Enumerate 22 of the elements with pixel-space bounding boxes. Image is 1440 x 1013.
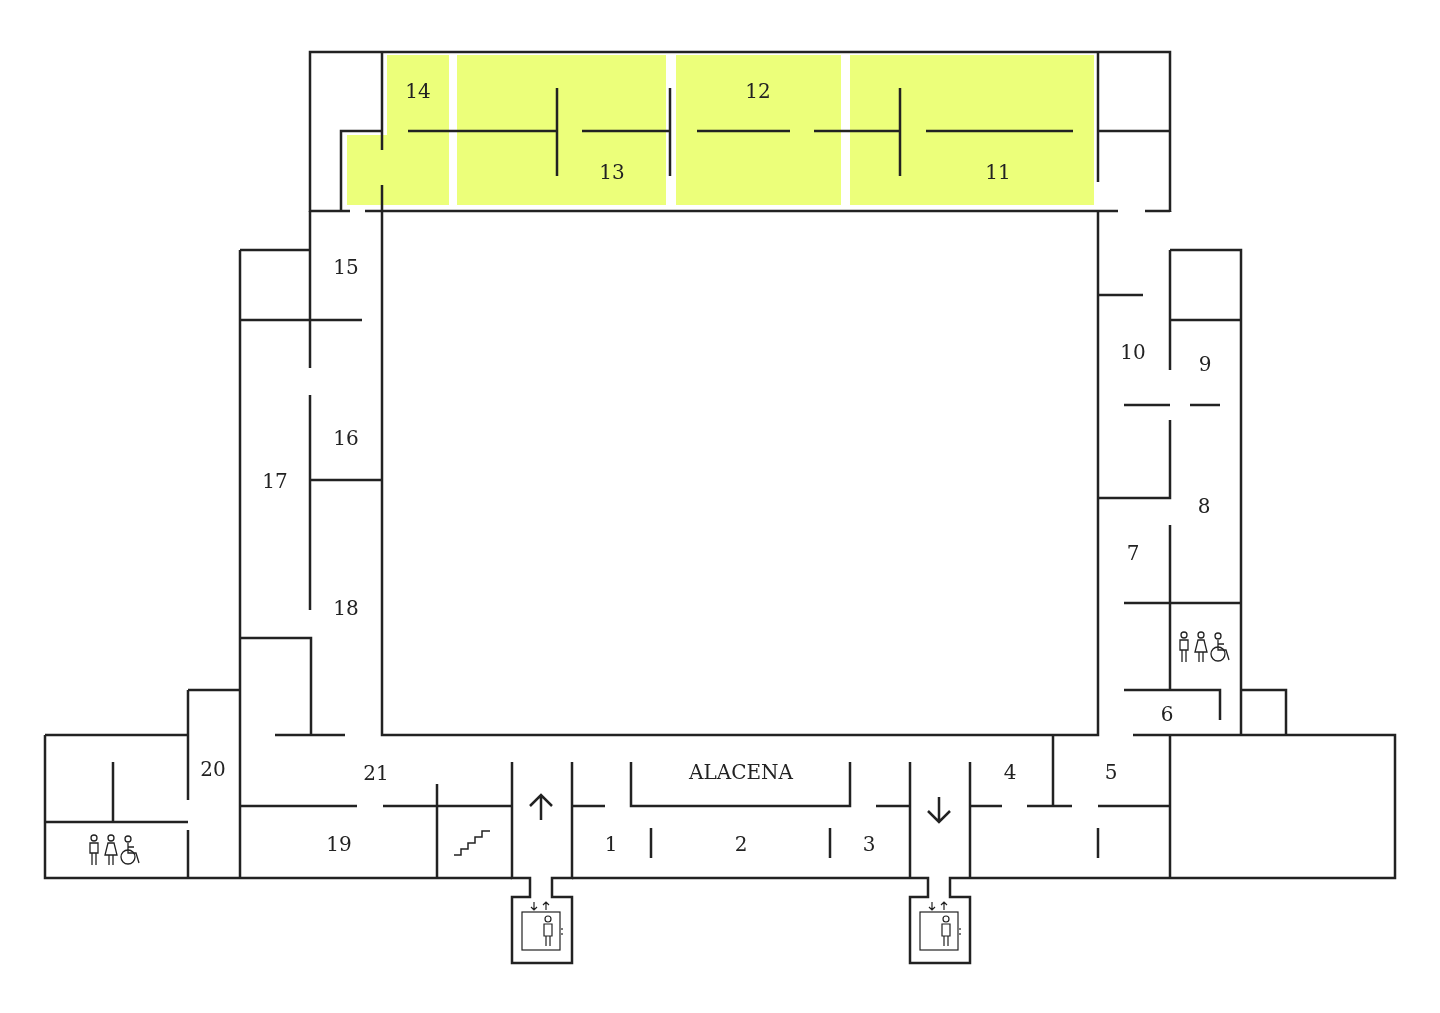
room-number: 17 <box>262 471 288 491</box>
room-number: 13 <box>599 162 625 182</box>
room-number: 1 <box>604 834 618 854</box>
room-number: 4 <box>1003 762 1017 782</box>
room-number: 3 <box>862 834 876 854</box>
room-number: 6 <box>1160 704 1174 724</box>
room-number: 11 <box>985 162 1011 182</box>
room-number: 10 <box>1120 342 1146 362</box>
room-number: 8 <box>1197 496 1211 516</box>
room-number: 14 <box>405 81 431 101</box>
room-number: 18 <box>333 598 359 618</box>
room-number: 15 <box>333 257 359 277</box>
room-number: 2 <box>734 834 748 854</box>
room-number: 5 <box>1104 762 1118 782</box>
room-number: 21 <box>363 763 389 783</box>
room-number: 7 <box>1126 543 1140 563</box>
room-number: 12 <box>745 81 771 101</box>
room-number: 19 <box>326 834 352 854</box>
room-number: 16 <box>333 428 359 448</box>
room-number: 20 <box>200 759 226 779</box>
room-number: 9 <box>1198 354 1212 374</box>
room-name: ALACENA <box>689 762 793 782</box>
